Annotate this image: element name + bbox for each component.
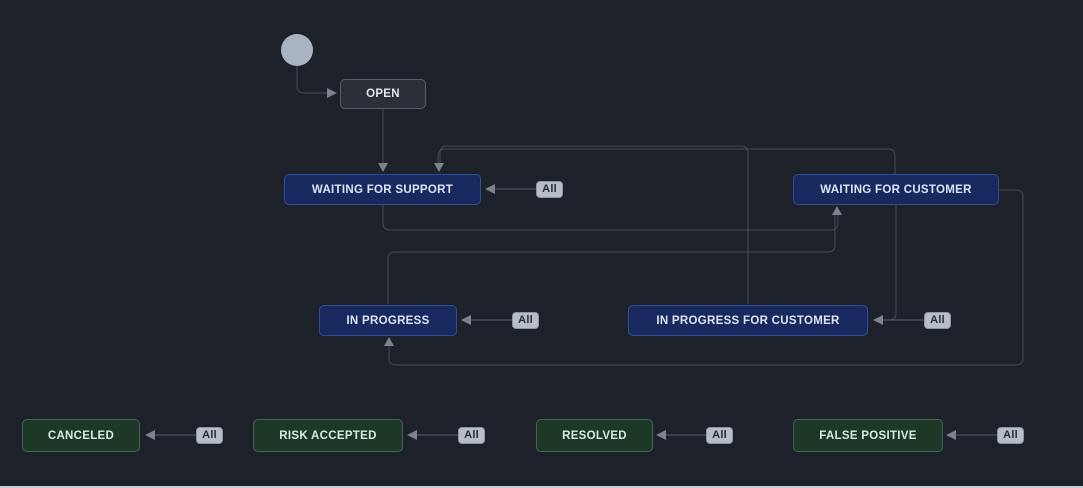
all-badge-risk-accepted[interactable]: All <box>458 427 485 444</box>
edge-waiting-for-customer-to-in-progress <box>388 189 1024 366</box>
arrowhead-into-risk-accepted <box>407 430 417 440</box>
arrowhead-into-waiting-for-customer-bottom <box>832 206 842 215</box>
arrowhead-into-waiting-for-support-top-right <box>434 163 444 172</box>
arrowhead-into-in-progress-for-customer-right <box>873 315 883 325</box>
edge-start-to-open <box>296 66 328 94</box>
arrowhead-into-in-progress-right <box>461 315 471 325</box>
node-canceled[interactable]: CANCELED <box>22 419 140 452</box>
arrowhead-into-open <box>327 88 337 98</box>
edge-waiting-for-support-to-waiting-for-customer <box>382 205 839 231</box>
edge-in-progress-for-customer-to-waiting-for-support <box>439 145 749 304</box>
arrowhead-into-false-positive <box>946 430 956 440</box>
node-false-positive[interactable]: FALSE POSITIVE <box>793 419 943 452</box>
all-badge-waiting-for-support[interactable]: All <box>536 181 563 198</box>
all-badge-canceled[interactable]: All <box>196 427 223 444</box>
all-badge-in-progress[interactable]: All <box>512 312 539 329</box>
node-in-progress-for-customer[interactable]: IN PROGRESS FOR CUSTOMER <box>628 305 868 336</box>
all-badge-false-positive[interactable]: All <box>997 427 1024 444</box>
node-in-progress[interactable]: IN PROGRESS <box>319 305 457 336</box>
arrowhead-into-waiting-for-support-top-left <box>378 163 388 172</box>
all-badge-in-progress-for-customer[interactable]: All <box>924 312 951 329</box>
node-open[interactable]: OPEN <box>340 79 426 109</box>
arrowhead-into-resolved <box>656 430 666 440</box>
node-waiting-for-support[interactable]: WAITING FOR SUPPORT <box>284 174 481 205</box>
all-badge-resolved[interactable]: All <box>706 427 733 444</box>
edge-waiting-for-customer-to-in-progress-for-customer <box>881 205 897 321</box>
node-resolved[interactable]: RESOLVED <box>536 419 653 452</box>
node-waiting-for-customer[interactable]: WAITING FOR CUSTOMER <box>793 174 999 205</box>
edge-in-progress-to-waiting-for-customer <box>387 213 836 304</box>
node-risk-accepted[interactable]: RISK ACCEPTED <box>253 419 403 452</box>
arrowhead-into-canceled <box>145 430 155 440</box>
arrowhead-into-in-progress-bottom <box>384 337 394 346</box>
start-node-circle[interactable] <box>281 34 313 66</box>
edge-waiting-for-customer-to-waiting-for-support <box>437 148 896 174</box>
arrowhead-into-waiting-for-support-right <box>485 184 495 194</box>
window-bottom-edge <box>0 486 1083 488</box>
